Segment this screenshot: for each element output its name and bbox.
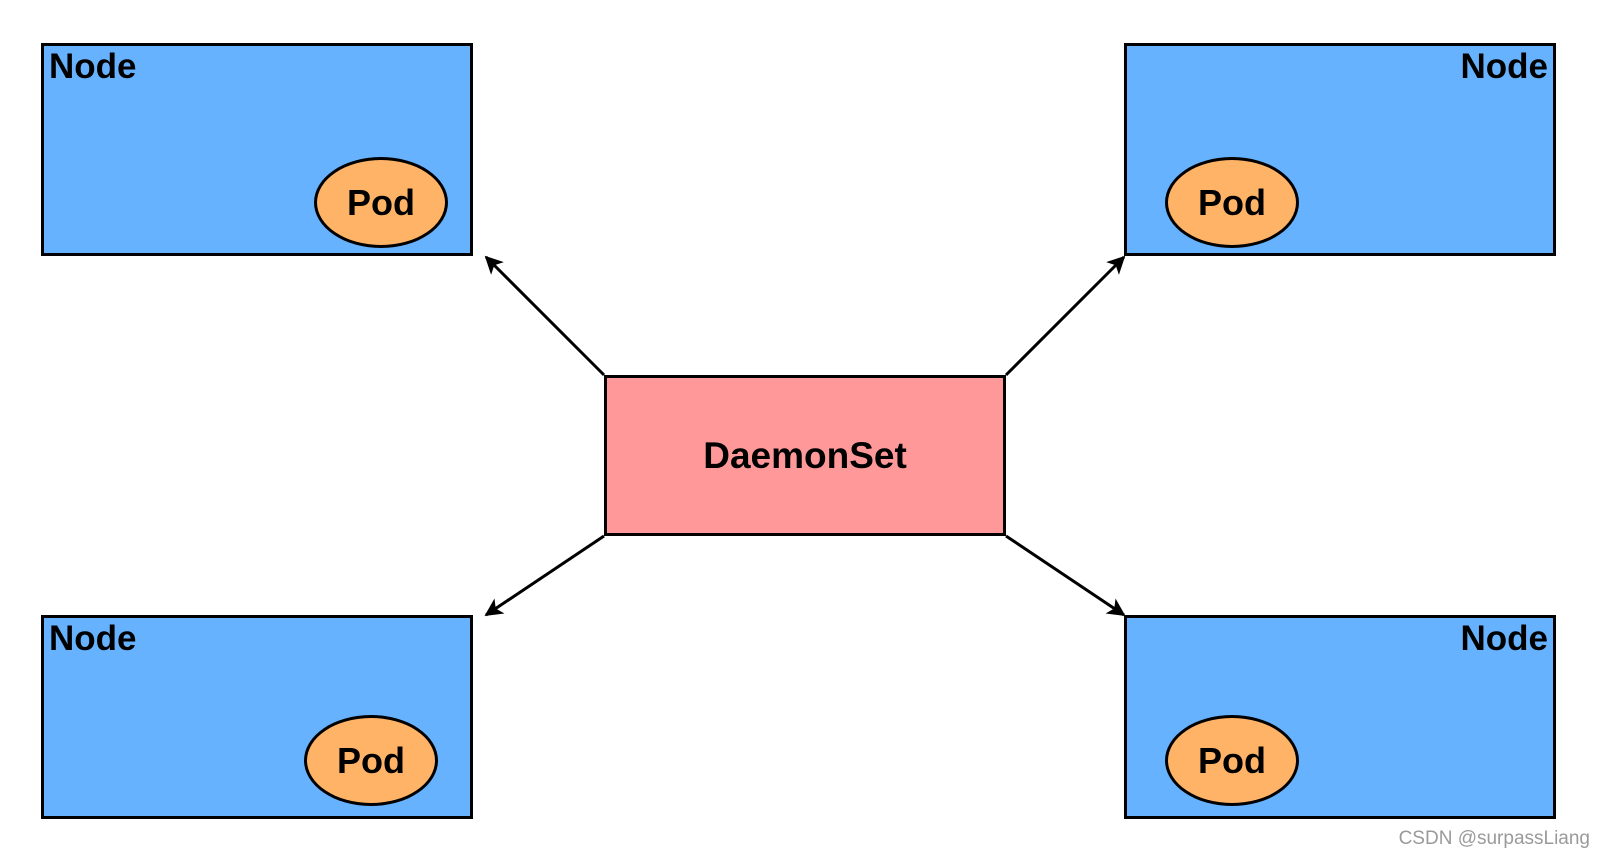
daemonset-box: DaemonSet xyxy=(604,375,1006,536)
pod-label: Pod xyxy=(337,739,405,781)
pod-ellipse: Pod xyxy=(1165,157,1299,248)
pod-ellipse: Pod xyxy=(314,157,448,248)
pod-label: Pod xyxy=(1198,181,1266,223)
node-label: Node xyxy=(1460,47,1549,86)
node-label: Node xyxy=(49,47,137,86)
node-label: Node xyxy=(49,619,137,658)
node-label: Node xyxy=(1460,619,1549,658)
node-bottom-left: Node Pod xyxy=(41,615,473,819)
pod-label: Pod xyxy=(1198,739,1266,781)
node-bottom-right: Node Pod xyxy=(1124,615,1556,819)
node-top-left: Node Pod xyxy=(41,43,473,256)
arrow-to-node-bottom-left xyxy=(484,534,605,617)
arrow-to-node-bottom-right xyxy=(1005,534,1126,617)
pod-ellipse: Pod xyxy=(304,715,438,806)
node-top-right: Node Pod xyxy=(1124,43,1556,256)
watermark: CSDN @surpassLiang xyxy=(1398,828,1590,849)
pod-ellipse: Pod xyxy=(1165,715,1299,806)
pod-label: Pod xyxy=(347,181,415,223)
arrow-to-node-top-left xyxy=(484,255,606,377)
daemonset-label: DaemonSet xyxy=(703,434,907,476)
arrow-to-node-top-right xyxy=(1004,255,1126,377)
